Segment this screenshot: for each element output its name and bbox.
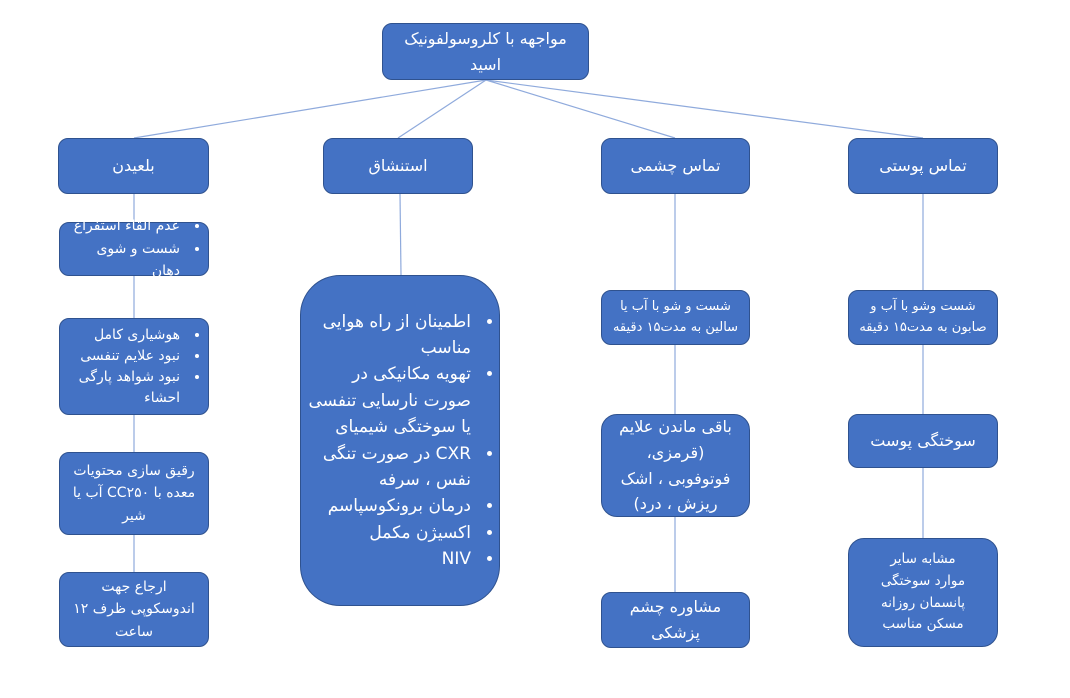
list-item: نبود شواهد پارگی احشاء [66, 367, 184, 409]
inhalation-title: استنشاق [368, 156, 428, 176]
eye-title: تماس چشمی [630, 156, 721, 176]
eye-step1-text: شست و شو با آب یا سالین به مدت۱۵ دقیقه [612, 298, 739, 335]
skin-step2: سوختگی پوست [848, 414, 998, 468]
eye-step2-text: باقی ماندن علایم (قرمزی، فوتوفوبی ، اشک … [619, 417, 732, 514]
ingestion-step1-list: عدم القاء استفراغ شست و شوی دهان [66, 215, 202, 282]
root-label: مواجهه با کلروسولفونیک اسید [404, 28, 567, 74]
list-item: NIV [307, 546, 475, 572]
list-item: درمان برونکوسپاسم [307, 493, 475, 519]
skin-step3-line: پانسمان روزانه [880, 594, 966, 611]
ingestion-node: بلعیدن [58, 138, 209, 194]
skin-step3-line: مسکن مناسب [882, 616, 964, 633]
skin-contact-node: تماس پوستی [848, 138, 998, 194]
list-item: CXR در صورت تنگی نفس ، سرفه [307, 441, 475, 494]
skin-step2-text: سوختگی پوست [870, 431, 976, 451]
ingestion-step3-text: رقیق سازی محتویات معده با CC۲۵۰ آب یا شی… [72, 462, 196, 524]
ingestion-step2-list: هوشیاری کامل نبود علایم تنفسی نبود شواهد… [66, 325, 202, 409]
eye-step2: باقی ماندن علایم (قرمزی، فوتوفوبی ، اشک … [601, 414, 750, 517]
root-node: مواجهه با کلروسولفونیک اسید [382, 23, 589, 80]
list-item: نبود علایم تنفسی [66, 346, 184, 367]
skin-step3-line: مشابه سایر موارد سوختگی [880, 551, 966, 589]
ingestion-step4-text: ارجاع جهت اندوسکوپی ظرف ۱۲ ساعت [73, 578, 195, 640]
inhalation-list: اطمینان از راه هوایی مناسب تهویه مکانیکی… [307, 309, 493, 572]
list-item: تهویه مکانیکی در صورت نارسایی تنفسی یا س… [307, 361, 475, 440]
ingestion-step2: هوشیاری کامل نبود علایم تنفسی نبود شواهد… [59, 318, 209, 415]
skin-step3: مشابه سایر موارد سوختگی پانسمان روزانه م… [848, 538, 998, 647]
ingestion-step3: رقیق سازی محتویات معده با CC۲۵۰ آب یا شی… [59, 452, 209, 535]
list-item: اکسیژن مکمل [307, 520, 475, 546]
eye-step1: شست و شو با آب یا سالین به مدت۱۵ دقیقه [601, 290, 750, 345]
eye-step3: مشاوره چشم پزشکی [601, 592, 750, 648]
skin-title: تماس پوستی [879, 156, 967, 176]
ingestion-step1: عدم القاء استفراغ شست و شوی دهان [59, 218, 209, 279]
ingestion-step4: ارجاع جهت اندوسکوپی ظرف ۱۲ ساعت [59, 572, 209, 647]
list-item: هوشیاری کامل [66, 325, 184, 346]
inhalation-measures: اطمینان از راه هوایی مناسب تهویه مکانیکی… [300, 275, 500, 606]
ingestion-title: بلعیدن [112, 156, 155, 176]
list-item: شست و شوی دهان [66, 238, 184, 283]
skin-step1: شست وشو با آب و صابون به مدت۱۵ دقیقه [848, 290, 998, 345]
list-item: اطمینان از راه هوایی مناسب [307, 309, 475, 362]
eye-contact-node: تماس چشمی [601, 138, 750, 194]
inhalation-node: استنشاق [323, 138, 473, 194]
skin-step1-text: شست وشو با آب و صابون به مدت۱۵ دقیقه [859, 298, 987, 335]
eye-step3-text: مشاوره چشم پزشکی [629, 597, 722, 642]
list-item: عدم القاء استفراغ [66, 215, 184, 237]
